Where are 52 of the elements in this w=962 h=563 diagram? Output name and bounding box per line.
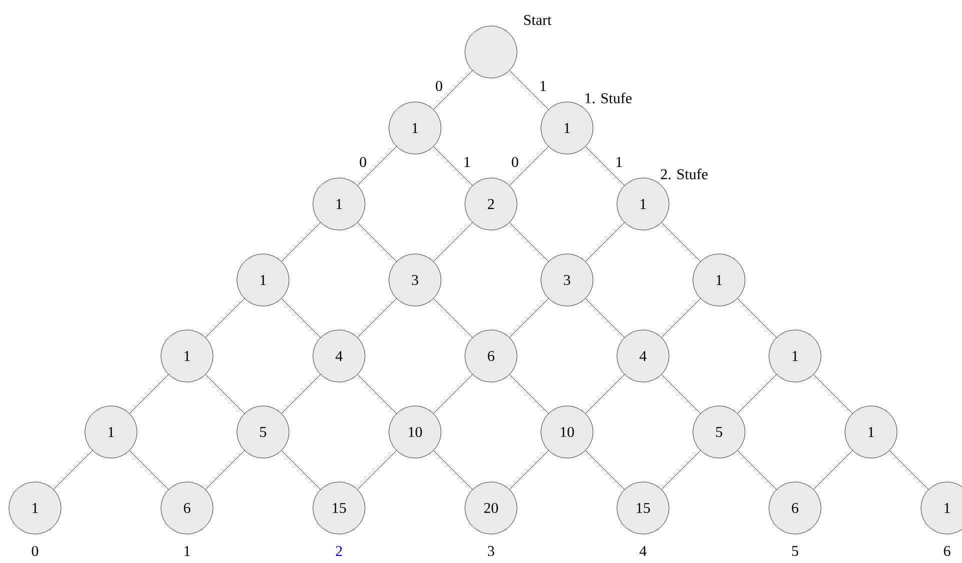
edge-label: 1 xyxy=(616,157,622,167)
branch-line xyxy=(205,298,245,338)
level-label: Start xyxy=(524,14,552,26)
branch-line xyxy=(433,222,473,262)
edge-label: 1 xyxy=(540,81,546,91)
branch-line xyxy=(281,374,321,414)
branch-line xyxy=(509,450,549,490)
branch-line xyxy=(509,70,549,110)
branch-line xyxy=(281,298,321,338)
branch-line xyxy=(585,298,625,338)
branch-line xyxy=(737,374,777,414)
branch-line xyxy=(433,146,473,186)
edge-label: 1 xyxy=(464,157,470,167)
branch-line xyxy=(357,298,397,338)
branch-line xyxy=(585,222,625,262)
branch-line xyxy=(433,374,473,414)
level-label: 1. Stufe xyxy=(586,92,632,104)
branch-line xyxy=(433,298,473,338)
branch-line xyxy=(509,146,549,186)
branch-line xyxy=(813,374,853,414)
branch-line xyxy=(205,374,245,414)
edge-label: 0 xyxy=(360,156,366,168)
branch-line xyxy=(357,450,397,490)
branch-line xyxy=(53,450,93,490)
branch-line xyxy=(509,298,549,338)
edge-label: 0 xyxy=(436,80,442,92)
branch-line xyxy=(129,374,169,414)
branch-line xyxy=(585,146,625,186)
branch-line xyxy=(433,70,473,110)
branch-line xyxy=(357,222,397,262)
edge-label: 0 xyxy=(512,156,518,168)
branch-line xyxy=(281,222,321,262)
number-circle xyxy=(464,26,518,78)
branch-line xyxy=(661,374,701,414)
level-label: 2. Stufe xyxy=(660,168,708,180)
branch-line xyxy=(129,450,169,490)
branch-line xyxy=(585,374,625,414)
branch-line xyxy=(433,450,473,490)
branch-line xyxy=(889,450,929,490)
branch-line xyxy=(737,298,777,338)
branch-line xyxy=(813,450,853,490)
branch-line xyxy=(509,374,549,414)
branch-line xyxy=(509,222,549,262)
branch-line xyxy=(205,450,245,490)
branch-line xyxy=(357,374,397,414)
branch-line xyxy=(585,450,625,490)
branch-line xyxy=(281,450,321,490)
branch-line xyxy=(737,450,777,490)
branch-line xyxy=(357,146,397,186)
branch-line xyxy=(661,298,701,338)
branch-line xyxy=(661,450,701,490)
branch-line xyxy=(661,222,701,262)
